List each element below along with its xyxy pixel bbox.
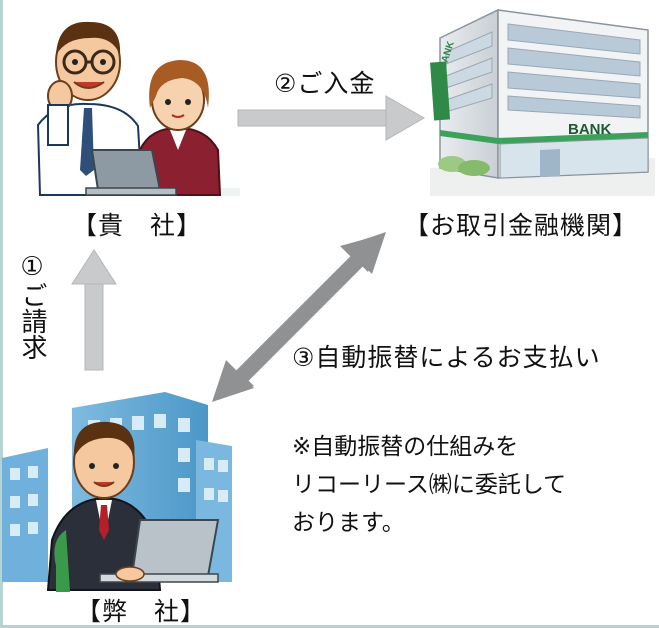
payment-arrow xyxy=(237,95,425,141)
payment-label: ②ご入金 xyxy=(274,69,376,98)
request-arrow xyxy=(71,249,117,371)
bank-illustration: BANK BANK xyxy=(430,8,655,196)
note-line-3: おります。 xyxy=(292,510,405,536)
auto-debit-double-arrow xyxy=(212,232,386,402)
request-label: ①ご請求 xyxy=(17,252,47,360)
client-label: 【貴 社】 xyxy=(72,211,203,240)
bank-sign-front: BANK xyxy=(568,121,611,138)
company-illustration xyxy=(2,392,232,592)
note-line-1: ※自動振替の仕組みを xyxy=(292,434,519,460)
client-illustration xyxy=(36,21,240,196)
bank-label: 【お取引金融機関】 xyxy=(404,211,639,240)
outsourcing-note: ※自動振替の仕組みを リコーリース㈱に委託して おります。 xyxy=(292,428,566,542)
note-line-2: リコーリース㈱に委託して xyxy=(292,472,567,498)
auto-debit-label: ③自動振替によるお支払い xyxy=(292,343,601,372)
company-label: 【弊 社】 xyxy=(76,597,207,626)
